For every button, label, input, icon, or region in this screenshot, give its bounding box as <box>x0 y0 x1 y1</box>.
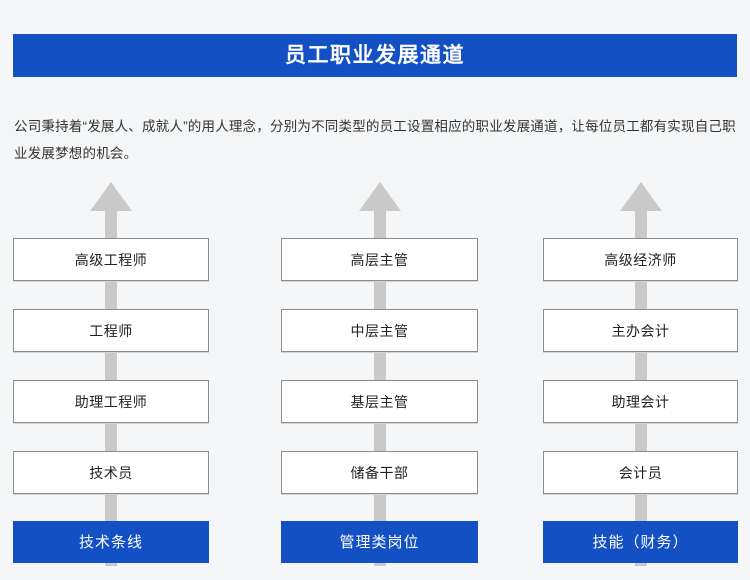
level-box[interactable]: 高层主管 <box>281 238 478 281</box>
career-track-label: 技术条线 <box>78 533 143 551</box>
upward-arrow-icon <box>357 178 403 570</box>
level-label: 会计员 <box>618 464 663 481</box>
career-track-label: 技能（财务） <box>592 533 689 551</box>
level-label: 高级工程师 <box>74 251 148 268</box>
intro-paragraph: 公司秉持着“发展人、成就人”的用人理念，分别为不同类型的员工设置相应的职业发展通… <box>14 118 736 161</box>
level-label: 基层主管 <box>350 393 409 410</box>
level-label: 助理会计 <box>611 393 670 410</box>
career-column-management: 高层主管 中层主管 基层主管 储备干部 管理类岗位 <box>281 178 478 570</box>
level-label: 主办会计 <box>611 322 670 339</box>
level-box[interactable]: 助理工程师 <box>13 380 209 423</box>
page-title-banner: 员工职业发展通道 <box>13 34 737 77</box>
career-track-label: 管理类岗位 <box>339 533 420 551</box>
level-box[interactable]: 技术员 <box>13 451 209 494</box>
level-label: 工程师 <box>89 322 133 339</box>
level-box[interactable]: 高级工程师 <box>13 238 209 281</box>
level-label: 技术员 <box>89 464 133 481</box>
upward-arrow-icon <box>88 178 134 570</box>
level-box[interactable]: 工程师 <box>13 309 209 352</box>
level-box[interactable]: 中层主管 <box>281 309 478 352</box>
level-box[interactable]: 高级经济师 <box>543 238 738 281</box>
level-box[interactable]: 会计员 <box>543 451 738 494</box>
upward-arrow-icon <box>618 178 664 570</box>
career-track-base[interactable]: 技能（财务） <box>543 521 738 563</box>
level-label: 储备干部 <box>350 464 409 481</box>
level-box[interactable]: 储备干部 <box>281 451 478 494</box>
level-label: 高级经济师 <box>604 251 677 268</box>
level-box[interactable]: 基层主管 <box>281 380 478 423</box>
career-track-base[interactable]: 技术条线 <box>13 521 209 563</box>
level-label: 高层主管 <box>350 251 409 268</box>
career-column-technical: 高级工程师 工程师 助理工程师 技术员 技术条线 <box>13 178 209 570</box>
level-label: 中层主管 <box>350 322 409 339</box>
level-box[interactable]: 助理会计 <box>543 380 738 423</box>
career-track-base[interactable]: 管理类岗位 <box>281 521 478 563</box>
level-box[interactable]: 主办会计 <box>543 309 738 352</box>
level-label: 助理工程师 <box>74 393 148 410</box>
page-title: 员工职业发展通道 <box>285 44 465 67</box>
career-path-columns: 高级工程师 工程师 助理工程师 技术员 技术条线 高层主管 中层主管 基层主管 <box>0 178 750 570</box>
career-column-finance: 高级经济师 主办会计 助理会计 会计员 技能（财务） <box>543 178 738 570</box>
